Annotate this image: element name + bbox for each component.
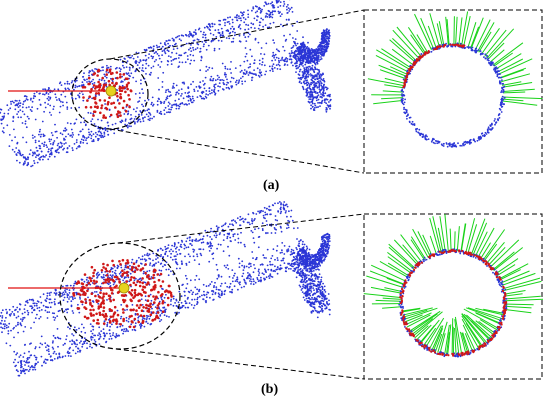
- pipe-point-cloud-b: [0, 201, 331, 377]
- inset-normals-b: [363, 214, 544, 356]
- panel-a: [0, 0, 543, 174]
- query-point-a: [105, 85, 117, 97]
- inset-ring-a: [400, 42, 506, 148]
- inset-normals-a: [367, 11, 543, 106]
- zoom-connector-top-b: [117, 213, 365, 244]
- panel-label-a: (a): [263, 178, 280, 193]
- zoom-connector-bottom-b: [115, 348, 365, 380]
- neighborhood-points-a: [81, 68, 133, 119]
- panel-b: [0, 201, 544, 380]
- neighborhood-points-b: [72, 258, 173, 329]
- zoom-connector-bottom-a: [109, 128, 365, 174]
- inset-ring-b: [398, 248, 508, 358]
- pipe-point-cloud-a: [0, 0, 332, 168]
- query-point-b: [118, 282, 130, 294]
- zoom-connector-top-a: [109, 9, 365, 60]
- panel-label-b: (b): [261, 382, 279, 397]
